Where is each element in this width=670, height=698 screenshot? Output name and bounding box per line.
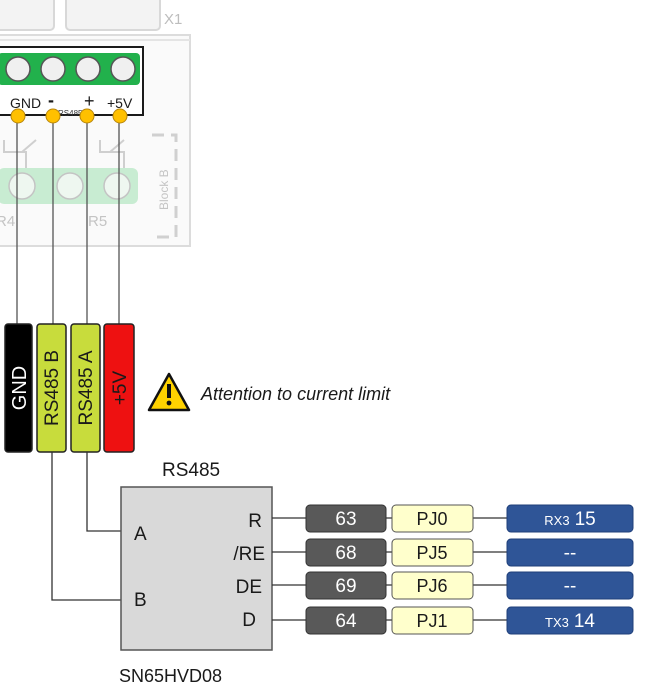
terminal-dots: [10, 108, 128, 124]
port-box: [391, 504, 474, 533]
pin-label-5v: +5V: [107, 95, 133, 111]
ic-pin-r: R: [248, 511, 262, 532]
wire-label-rs485-b: RS485 B: [42, 350, 63, 426]
function-box: [506, 504, 634, 533]
terminal-screw: [40, 56, 66, 82]
board-top-block-right: [65, 0, 161, 31]
terminal-green-strip: [0, 53, 140, 85]
terminal-dot: [79, 108, 95, 124]
ic-pin-a: A: [134, 524, 147, 545]
port-name: PJ5: [416, 543, 447, 563]
relay-contact-symbols: [3, 139, 125, 168]
port-box: [391, 606, 474, 635]
terminal-dot: [112, 108, 128, 124]
relay-screw: [103, 172, 131, 200]
connector-label: X1: [164, 11, 182, 28]
ic-body: [120, 486, 273, 651]
signal-row: 63 PJ0 RX3 15: [272, 504, 634, 533]
pin-number-box: [305, 606, 387, 635]
wire-label-gnd: GND: [9, 366, 31, 410]
relay-label-r5: R5: [88, 213, 107, 230]
board-top-block-left: [0, 0, 55, 31]
pin-number: 68: [335, 543, 356, 564]
board-area: X1 GND - RS485 + +5V R4 R5: [0, 0, 191, 247]
wire-box-gnd: [4, 323, 33, 453]
block-b-outline: [152, 133, 178, 239]
warning: Attention to current limit: [147, 372, 391, 412]
terminal-screws: [5, 56, 136, 82]
wire-box-5v: [103, 323, 135, 453]
ic: RS485 A B R /RE DE D SN65HVD08: [119, 460, 273, 686]
relay-screw: [8, 172, 36, 200]
pin-number: 63: [335, 509, 356, 530]
function-prefix: TX3: [545, 615, 569, 630]
pin-number-box: [305, 538, 387, 567]
function-value: --: [564, 543, 577, 564]
rs485-silk-label: RS485: [58, 109, 83, 118]
ic-input-wires: [51, 452, 121, 601]
warning-text: Attention to current limit: [200, 384, 391, 404]
signal-row: 69 PJ6 --: [272, 571, 634, 600]
signal-row: 64 PJ1 TX3 14: [272, 606, 634, 635]
pin-number-box: [305, 571, 387, 600]
pin-number: 64: [335, 611, 357, 632]
signal-rows: 63 PJ0 RX3 15 68 PJ5 -- 69 PJ6 -- 64 PJ1 TX3 14: [272, 504, 634, 635]
warning-triangle-icon: [147, 372, 191, 412]
wire-labels: GND RS485 B RS485 A +5V: [4, 323, 135, 453]
terminal-dot: [10, 108, 26, 124]
function-box: [506, 538, 634, 567]
function-value: 15: [575, 509, 596, 530]
pin-label-plus: +: [84, 91, 95, 111]
pin-number: 69: [335, 576, 356, 597]
port-box: [391, 538, 474, 567]
pin-label-gnd: GND: [10, 95, 41, 111]
relay-label-r4: R4: [0, 213, 15, 230]
function-label: RX3 15: [544, 509, 595, 530]
terminal-wires: [16, 116, 120, 324]
function-box: [506, 571, 634, 600]
ic-title: RS485: [162, 460, 220, 481]
port-name: PJ6: [416, 576, 447, 596]
wire-box-rs485-a: [70, 323, 101, 453]
terminal-screw: [5, 56, 31, 82]
function-label: --: [564, 576, 577, 597]
relay-screw: [56, 172, 84, 200]
ic-pin-d: D: [242, 610, 256, 631]
terminal-screw: [110, 56, 136, 82]
port-name: PJ1: [416, 611, 447, 631]
function-value: --: [564, 576, 577, 597]
ic-pin-re: /RE: [233, 544, 265, 565]
terminal-screw: [75, 56, 101, 82]
function-label: --: [564, 543, 577, 564]
function-prefix: RX3: [544, 513, 569, 528]
wire-label-rs485-a: RS485 A: [76, 350, 97, 425]
signal-row: 68 PJ5 --: [272, 538, 634, 567]
function-label: TX3 14: [545, 611, 595, 632]
ic-pin-de: DE: [236, 577, 262, 598]
terminal-dot: [45, 108, 61, 124]
port-box: [391, 571, 474, 600]
function-value: 14: [574, 611, 596, 632]
function-box: [506, 606, 634, 635]
ic-part-number: SN65HVD08: [119, 666, 222, 686]
pin-label-minus: -: [48, 90, 54, 110]
pin-number-box: [305, 504, 387, 533]
wire-label-5v: +5V: [110, 371, 131, 406]
ic-pin-b: B: [134, 590, 147, 611]
block-b-label: Block B: [157, 169, 171, 210]
port-name: PJ0: [416, 509, 447, 529]
